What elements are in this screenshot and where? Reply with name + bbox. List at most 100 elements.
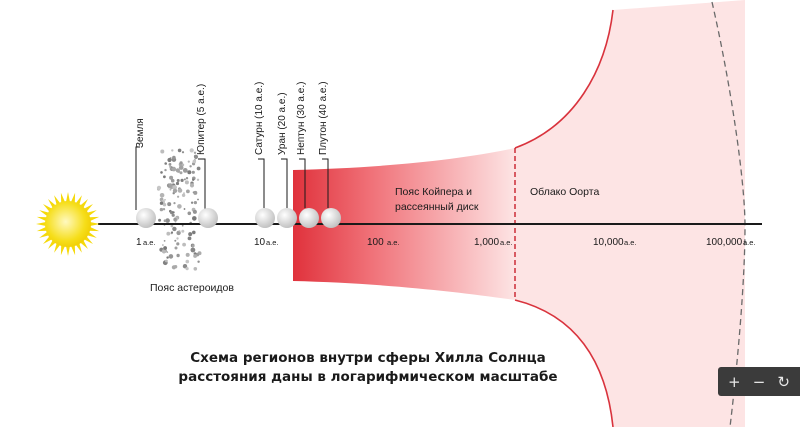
outer-boundary-top xyxy=(514,9,614,149)
planet-label-jupiter: Юпитер (5 а.е.) xyxy=(196,84,207,155)
asteroid-dot xyxy=(176,253,180,258)
asteroid-dot xyxy=(179,171,183,175)
sun-ray xyxy=(88,216,100,222)
sun-ray xyxy=(60,244,66,256)
sun-ray xyxy=(36,216,48,222)
asteroid-dot xyxy=(184,180,189,185)
planet-label-saturn: Сатурн (10 а.е.) xyxy=(254,82,265,155)
asteroid-dot xyxy=(181,224,184,227)
asteroid-dot xyxy=(192,159,197,164)
asteroid-dot xyxy=(182,264,188,269)
sun-ray xyxy=(39,231,50,238)
asteroid-dot xyxy=(164,199,166,201)
sun-ray xyxy=(75,195,82,206)
sun-ray xyxy=(54,242,61,253)
asteroid-dot xyxy=(160,171,163,174)
asteroid-dot xyxy=(163,175,166,179)
tick-number: 10 xyxy=(254,237,266,248)
asteroid-dot xyxy=(173,202,176,205)
asteroid-dot xyxy=(171,149,174,152)
planet-label-neptune: Нептун (30 а.е.) xyxy=(296,82,307,155)
axis-tick-1: 1 а.е. xyxy=(136,237,156,248)
asteroid-dot xyxy=(181,151,185,154)
zoom-in-button[interactable]: + xyxy=(728,372,741,391)
asteroid-dot xyxy=(178,230,181,233)
asteroid-dot xyxy=(193,267,198,271)
asteroid-dot xyxy=(174,246,178,250)
axis-tick-10: 10 а.е. xyxy=(254,237,279,248)
planet-label-uranus: Уран (20 а.е.) xyxy=(277,92,288,155)
asteroid-dot xyxy=(192,230,196,235)
tick-unit: а.е. xyxy=(500,238,513,247)
asteroid-belt-label: Пояс астероидов xyxy=(150,282,234,294)
axis-tick-10000: 10,000 а.е. xyxy=(593,237,637,248)
asteroid-dot xyxy=(181,193,186,197)
axis-tick-1000: 1,000 а.е. xyxy=(474,237,513,248)
asteroid-dot xyxy=(162,203,167,207)
asteroid-dot xyxy=(177,148,182,153)
hill-sphere-boundary xyxy=(711,1,746,427)
asteroid-dot xyxy=(162,208,166,211)
planet-neptune xyxy=(299,158,319,228)
asteroid-dot xyxy=(175,168,180,173)
asteroid-dot xyxy=(172,211,175,214)
asteroid-dot xyxy=(177,195,180,198)
asteroid-dot xyxy=(172,155,176,160)
asteroid-dot xyxy=(163,246,168,250)
asteroid-dot xyxy=(176,242,180,246)
asteroid-dot xyxy=(185,259,190,264)
asteroid-dot xyxy=(169,163,172,166)
planet-pluto xyxy=(321,158,341,228)
sun-ray xyxy=(86,231,97,238)
zoom-out-button[interactable]: − xyxy=(752,372,766,391)
asteroid-dot xyxy=(161,249,166,254)
asteroid-dot xyxy=(188,232,193,237)
asteroid-dot xyxy=(181,229,185,233)
sun-ray xyxy=(75,242,82,253)
asteroid-dot xyxy=(170,231,174,234)
reset-zoom-button[interactable]: ↻ xyxy=(777,372,790,391)
asteroid-dot xyxy=(187,160,190,163)
planet-uranus xyxy=(277,158,297,228)
asteroid-dot xyxy=(175,181,180,186)
asteroid-dot xyxy=(190,201,194,204)
sun-ray xyxy=(89,222,100,226)
asteroid-dot xyxy=(187,170,192,175)
asteroid-dot xyxy=(159,207,164,212)
asteroid-dot xyxy=(168,183,173,188)
asteroid-dot xyxy=(165,218,170,223)
oort-cloud-region xyxy=(515,0,745,427)
sun-icon xyxy=(36,192,100,256)
asteroid-dot xyxy=(185,252,190,257)
asteroid-dot xyxy=(176,237,179,240)
asteroid-dot xyxy=(182,242,187,247)
oort-cloud-label: Облако Оорта xyxy=(530,186,599,198)
asteroid-dot xyxy=(192,209,197,214)
asteroid-dot xyxy=(193,154,199,159)
asteroid-dot xyxy=(171,213,175,217)
sun-ray xyxy=(39,210,50,217)
tick-unit: а.е. xyxy=(624,238,637,247)
kuiper-belt-label-1: Пояс Койпера и xyxy=(395,186,472,198)
asteroid-dot xyxy=(167,157,172,163)
asteroid-dot xyxy=(189,148,194,153)
sun-ray xyxy=(70,244,76,256)
axis-tick-100: 100 а.е. xyxy=(367,237,400,248)
sun-ray xyxy=(86,210,97,217)
asteroid-dot xyxy=(166,251,169,253)
caption-line-2: расстояния даны в логарифмическом масшта… xyxy=(178,369,558,385)
axis-tick-100000: 100,000 а.е. xyxy=(706,237,756,248)
outer-boundary-bottom xyxy=(514,299,614,427)
sun-ray xyxy=(66,245,70,256)
asteroid-dot xyxy=(177,188,183,193)
tick-unit: а.е. xyxy=(387,238,400,247)
zoom-toolbar: + − ↻ xyxy=(718,367,800,396)
asteroid-dot xyxy=(172,185,177,190)
diagram-caption: Схема регионов внутри сферы Хилла Солнца… xyxy=(168,349,568,387)
asteroid-dot xyxy=(164,162,167,165)
asteroid-dot xyxy=(172,226,177,232)
planet-earth xyxy=(135,146,156,228)
sun-ray xyxy=(36,222,47,226)
asteroid-dot xyxy=(170,178,175,183)
